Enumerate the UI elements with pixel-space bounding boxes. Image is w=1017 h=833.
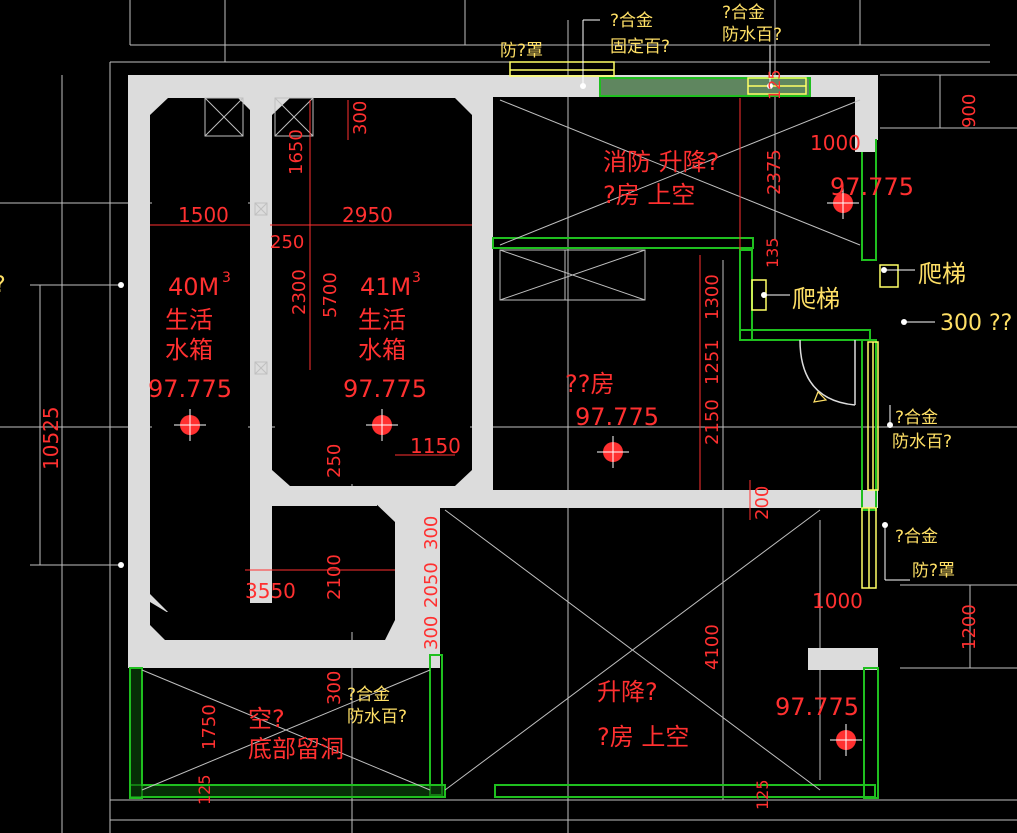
right-300-label: 300 ?? bbox=[940, 311, 1012, 336]
void-alloy-line2: 防水百? bbox=[347, 707, 407, 727]
dim-300-top: 300 bbox=[350, 101, 371, 135]
dim-250-vertical: 250 bbox=[324, 444, 345, 478]
ladder-outer-label: 爬梯 bbox=[918, 260, 966, 288]
top-alloy-water-line1: ?合金 bbox=[722, 3, 765, 23]
shaft-cross-lines bbox=[141, 97, 861, 791]
dim-2950: 2950 bbox=[342, 203, 393, 227]
dim-125-top: 125 bbox=[765, 69, 784, 100]
dim-2050: 2050 bbox=[421, 562, 442, 608]
void-label-line2: 底部留洞 bbox=[248, 735, 344, 763]
lift-room-line1: 升降? bbox=[597, 678, 658, 706]
tank2-label-line1: 生活 bbox=[358, 306, 406, 334]
windows bbox=[509, 61, 899, 589]
tank1-volume: 40M bbox=[168, 273, 219, 301]
void-label-line1: 空? bbox=[248, 705, 285, 733]
right-guard-line1: ?合金 bbox=[895, 527, 938, 547]
tank1-label-line2: 水箱 bbox=[165, 336, 213, 364]
dim-135: 135 bbox=[763, 237, 782, 268]
dim-4100: 4100 bbox=[702, 624, 723, 670]
dim-1500: 1500 bbox=[178, 203, 229, 227]
tank2-elevation: 97.775 bbox=[343, 375, 427, 403]
top-alloy-fixed-line2: 固定百? bbox=[610, 37, 670, 57]
dim-3550: 3550 bbox=[245, 579, 296, 603]
machine-room-elevation: 97.775 bbox=[575, 403, 659, 431]
top-alloy-water-line2: 防水百? bbox=[722, 25, 782, 45]
dim-250-horizontal: 250 bbox=[270, 232, 304, 253]
door-swing bbox=[799, 339, 856, 406]
dim-1300: 1300 bbox=[702, 274, 723, 320]
dim-5700: 5700 bbox=[320, 272, 341, 318]
top-right-elevation: 97.775 bbox=[830, 173, 914, 201]
ladder-inner-label: 爬梯 bbox=[792, 285, 840, 313]
dim-125-bottom-right: 125 bbox=[753, 779, 772, 810]
dim-1650: 1650 bbox=[286, 129, 307, 175]
dim-10525: 10525 bbox=[39, 406, 63, 470]
dim-1000-top: 1000 bbox=[810, 131, 861, 155]
right-alloy-line2: 防水百? bbox=[892, 432, 952, 452]
void-alloy-line1: ?合金 bbox=[347, 685, 390, 705]
machine-room-label: ??房 bbox=[565, 370, 614, 398]
lift-room-elevation: 97.775 bbox=[775, 693, 859, 721]
right-guard-line2: 防?罩 bbox=[912, 561, 955, 581]
tank2-label-line2: 水箱 bbox=[358, 336, 406, 364]
tank1-label-line1: 生活 bbox=[165, 306, 213, 334]
dim-2150: 2150 bbox=[702, 399, 723, 445]
left-edge-label: ? bbox=[0, 273, 6, 298]
dim-200: 200 bbox=[752, 486, 773, 520]
elevation-markers bbox=[174, 187, 862, 756]
dimension-lines bbox=[150, 98, 751, 571]
dim-300-mid: 300 bbox=[421, 516, 442, 550]
dim-900: 900 bbox=[959, 94, 980, 128]
top-guard-label: 防?罩 bbox=[500, 41, 543, 61]
dim-300-void: 300 bbox=[324, 671, 345, 705]
right-alloy-line1: ?合金 bbox=[895, 408, 938, 428]
tank2-volume: 41M bbox=[360, 273, 411, 301]
dim-1000-right: 1000 bbox=[812, 589, 863, 613]
dim-2375: 2375 bbox=[764, 149, 785, 195]
dim-125-bottom-left: 125 bbox=[195, 774, 214, 805]
tank1-elevation: 97.775 bbox=[148, 375, 232, 403]
dim-1150: 1150 bbox=[410, 434, 461, 458]
dim-1200: 1200 bbox=[959, 604, 980, 650]
fire-lift-room-line1: 消防 升降? bbox=[603, 148, 719, 176]
top-alloy-fixed-line1: ?合金 bbox=[610, 11, 653, 31]
dim-2100: 2100 bbox=[324, 554, 345, 600]
fire-lift-room-line2: ?房 上空 bbox=[603, 181, 695, 209]
tank2-volume-superscript: 3 bbox=[412, 270, 421, 286]
tank1-volume-superscript: 3 bbox=[222, 270, 231, 286]
dim-300-low: 300 bbox=[421, 616, 442, 650]
dim-1251: 1251 bbox=[702, 339, 723, 385]
dim-2300: 2300 bbox=[289, 269, 310, 315]
dim-1750: 1750 bbox=[199, 704, 220, 750]
lift-room-line2: ?房 上空 bbox=[597, 723, 689, 751]
